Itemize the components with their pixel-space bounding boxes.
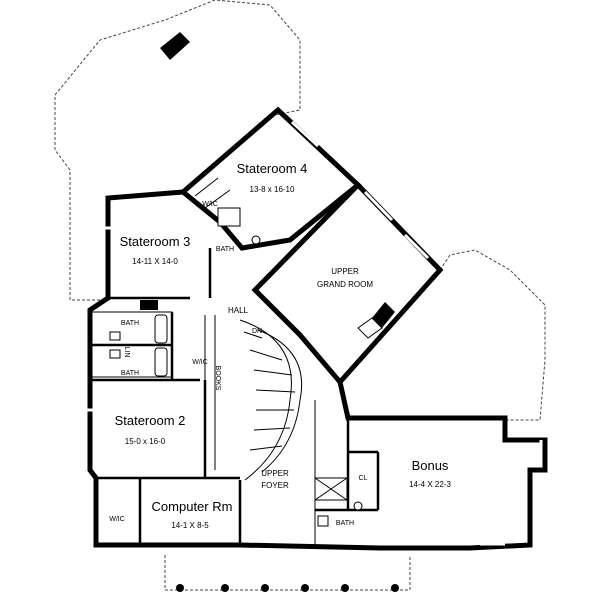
foyer-line1: UPPER (261, 469, 289, 478)
stairs-down-label: DN (252, 328, 262, 335)
bath-top-label: BATH (216, 246, 234, 253)
wic-bottom-label: W/IC (109, 516, 125, 523)
upper-wing (179, 106, 444, 386)
foyer-line2: FOYER (261, 481, 289, 490)
stateroom2-name: Stateroom 2 (115, 413, 186, 428)
bath-left-label: BATH (121, 320, 139, 327)
bonus-wing (239, 381, 548, 551)
staircase (238, 319, 316, 545)
bonus-name: Bonus (412, 458, 449, 473)
wic-top-label: W/IC (202, 201, 218, 208)
grand-room-line1: UPPER (331, 267, 359, 276)
stateroom3-name: Stateroom 3 (120, 234, 191, 249)
books-label: BOOKS (214, 366, 221, 391)
hall-label: HALL (228, 306, 249, 315)
stateroom4-name: Stateroom 4 (237, 161, 308, 176)
bonus-dims: 14-4 X 22-3 (409, 480, 451, 489)
stateroom3-dims: 14-11 X 14-0 (132, 257, 178, 266)
closet-label: CL (359, 475, 368, 482)
left-wing (86, 189, 240, 548)
roof-outline (54, 0, 546, 591)
linen-label: LIN (123, 347, 130, 358)
computer-room-name: Computer Rm (152, 499, 233, 514)
bath-bonus-label: BATH (336, 520, 354, 527)
grand-room-line2: GRAND ROOM (317, 280, 373, 289)
stateroom4-dims: 13-8 x 16-10 (250, 185, 295, 194)
computer-room-dims: 14-1 X 8-5 (171, 521, 209, 530)
chimney (160, 32, 190, 60)
bath-lower-label: BATH (121, 370, 139, 377)
wic-mid-label: W/IC (192, 359, 208, 366)
porch-columns (176, 584, 399, 592)
stateroom2-dims: 15-0 x 16-0 (125, 437, 166, 446)
